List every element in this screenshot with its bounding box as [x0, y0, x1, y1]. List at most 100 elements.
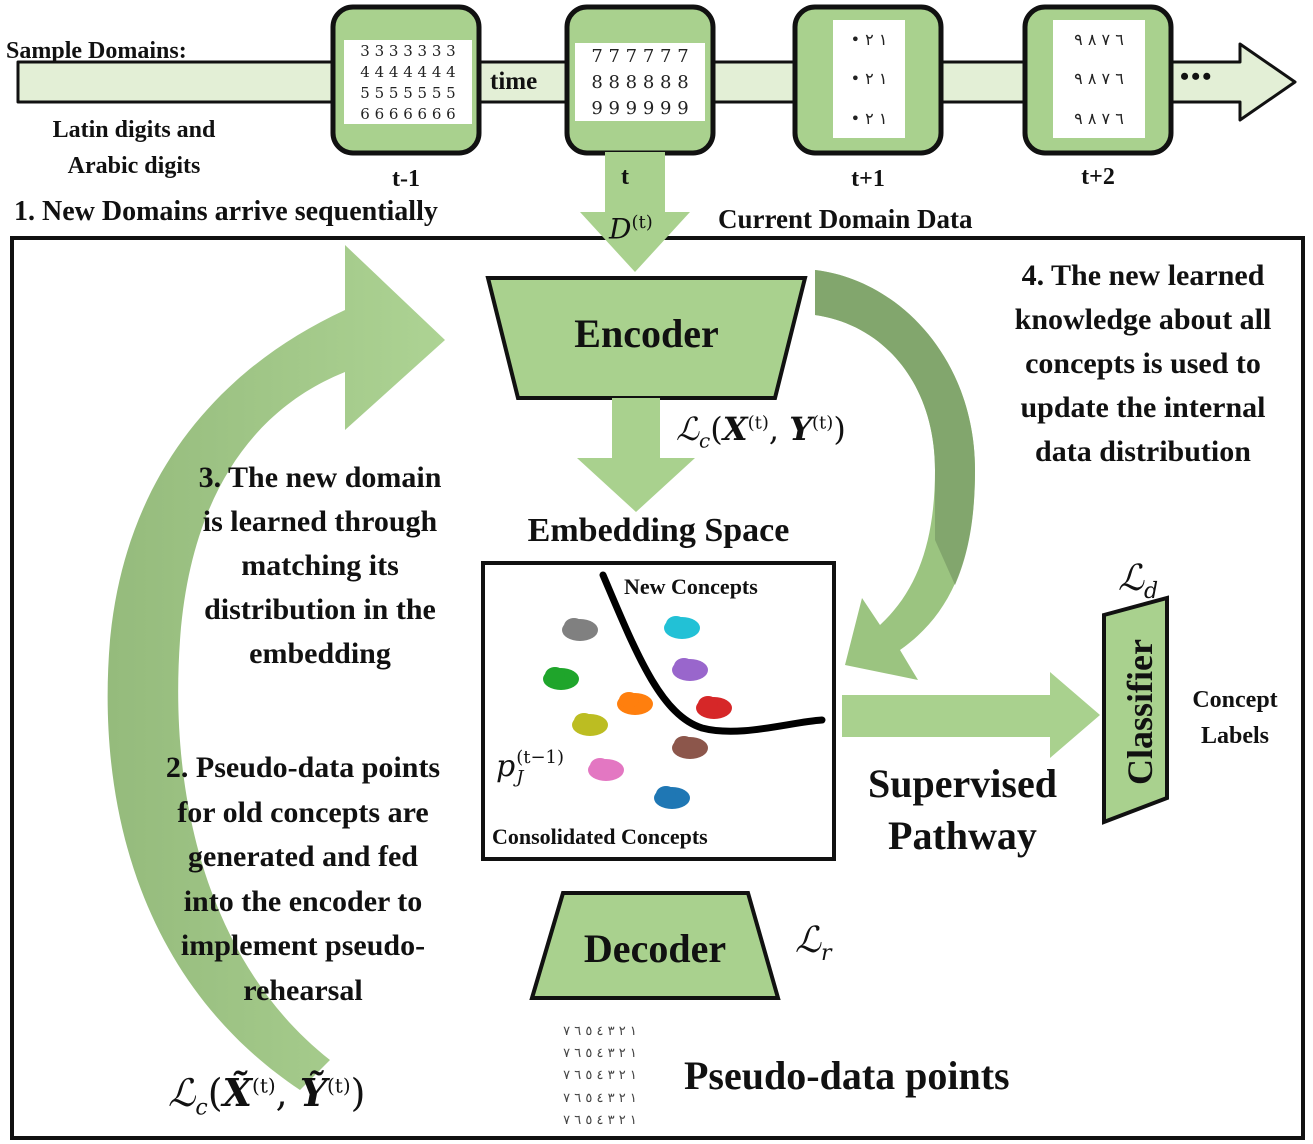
step-2-line: implement pseudo- [180, 929, 426, 962]
digit-row: 5 5 5 5 5 5 5 [360, 83, 456, 102]
domain-description-line1: Latin digits and [52, 117, 216, 143]
classifier-loss-math: ℒd [1118, 558, 1158, 604]
domain-data-math: D(t) [609, 212, 653, 245]
classifier-label: Classifier [1120, 639, 1160, 785]
concept-cluster-lobe [698, 696, 718, 712]
concept-labels-line: Concept [1192, 687, 1278, 713]
math-sup: (t−1) [516, 747, 565, 768]
encoder-to-embedding-arrow [577, 398, 695, 512]
supervised-pathway-label: Supervised Pathway [845, 758, 1080, 862]
pseudo-row: ١ ٢ ٣ ٤ ٥ ٦ ٧ [563, 1113, 637, 1129]
math-l: ℒ [1118, 558, 1144, 599]
step-2-text: 2. Pseudo-data points for old concepts a… [128, 746, 478, 1013]
concept-cluster-lobe [619, 692, 639, 708]
math-sup: (t) [252, 1073, 276, 1098]
step-3-line: matching its [241, 549, 399, 582]
math-sup: (t) [631, 212, 653, 233]
concept-cluster-lobe [674, 658, 694, 674]
step-3-line: embedding [249, 637, 391, 670]
step-2-line: for old concepts are [177, 795, 429, 829]
concept-cluster-lobe [564, 618, 584, 634]
digit-row: 6 6 6 6 6 6 6 [360, 104, 456, 123]
frame-t-samples: 7 7 7 7 7 7 8 8 8 8 8 8 9 9 9 9 9 9 [575, 43, 705, 121]
current-domain-data-label: Current Domain Data [718, 204, 973, 234]
step-4-line: knowledge about all [1014, 303, 1272, 336]
encoder-label: Encoder [574, 311, 719, 356]
step-2-line: rehearsal [243, 973, 363, 1007]
decoder-loss-math: ℒr [795, 920, 831, 966]
frame-t-plus-2-samples: ٦ ٧ ٨ ٩ ٦ ٧ ٨ ٩ ٦ ٧ ٨ ٩ [1053, 20, 1145, 138]
pseudo-loss-math: ℒc(X̃(t), Ỹ(t)) [168, 1070, 366, 1121]
pseudo-row: ١ ٢ ٣ ٤ ٥ ٦ ٧ [563, 1068, 637, 1084]
consolidated-concepts-label: Consolidated Concepts [492, 824, 708, 849]
digit-row: 8 8 8 8 8 8 [591, 71, 689, 93]
math-y: Ỹ [299, 1070, 327, 1115]
decoder-block [529, 891, 781, 1000]
decision-boundary [599, 571, 826, 735]
step-2-line: into the encoder to [183, 884, 423, 918]
pseudo-data-points-label: Pseudo-data points [684, 1053, 1010, 1098]
frame-t-plus-1-samples: • ١ ٢ • ١ ٢ • ١ ٢ [833, 20, 905, 138]
math-sup: (t) [812, 412, 834, 434]
digit-row: 4 4 4 4 4 4 4 [360, 62, 456, 81]
math-sup: (t) [326, 1073, 351, 1098]
embedding-space-title: Embedding Space [527, 512, 790, 549]
step-4-line: concepts is used to [1025, 347, 1261, 380]
math-l: ℒ [676, 410, 700, 448]
prior-math: p (t−1) J [496, 748, 564, 788]
concept-clusters [543, 616, 732, 809]
digit-row: ٦ ٧ ٨ ٩ [1074, 108, 1124, 128]
new-concepts-label: New Concepts [624, 574, 758, 599]
math-sub: c [195, 1095, 208, 1121]
pseudo-row: ١ ٢ ٣ ٤ ٥ ٦ ٧ [563, 1090, 637, 1106]
time-label: time [490, 68, 538, 95]
math-l: ℒ [795, 920, 821, 961]
supervised-pathway-arrow [842, 672, 1100, 758]
step-3-text: 3. The new domain is learned through mat… [160, 456, 480, 676]
step-2-line: generated and fed [188, 840, 418, 873]
digit-row: 7 7 7 7 7 7 [591, 45, 689, 67]
frame-label-t-minus-1: t-1 [392, 166, 420, 192]
math-sub: d [1143, 579, 1159, 605]
classifier-block [1102, 595, 1169, 825]
domain-description: Latin digits and Arabic digits [14, 112, 254, 184]
math-l: ℒ [168, 1071, 196, 1115]
supervised-pathway-line: Pathway [888, 813, 1037, 858]
step-4-line: data distribution [1035, 435, 1251, 468]
math-y: Y [789, 410, 813, 448]
ellipsis: ••• [1180, 62, 1214, 91]
step-3-line: distribution in the [204, 593, 436, 626]
step-4-text: 4. The new learned knowledge about all c… [978, 254, 1308, 474]
pseudo-row: ١ ٢ ٣ ٤ ٥ ٦ ٧ [563, 1023, 637, 1039]
concept-cluster-lobe [574, 713, 594, 729]
embedding-box [481, 561, 836, 861]
pseudo-rehearsal-loop-arrow [107, 245, 445, 1090]
concept-cluster-lobe [590, 758, 610, 774]
step-4-line: 4. The new learned [1021, 259, 1265, 292]
digit-row: 9 9 9 9 9 9 [591, 97, 689, 119]
concept-labels-label: Concept Labels [1170, 682, 1300, 754]
decoder-label: Decoder [583, 926, 727, 971]
frame-label-t: t [621, 164, 629, 190]
concept-cluster-lobe [666, 616, 686, 632]
sample-domains-label: Sample Domains: [6, 38, 187, 64]
concept-labels-line: Labels [1200, 723, 1269, 749]
frame-t-minus-1-samples: 3 3 3 3 3 3 3 4 4 4 4 4 4 4 5 5 5 5 5 5 … [344, 40, 472, 124]
domain-description-line2: Arabic digits [67, 153, 201, 179]
digit-row: • ١ ٢ [850, 69, 888, 89]
frame-label-t-plus-2: t+2 [1081, 164, 1115, 190]
math-sub: J [516, 767, 524, 788]
pseudo-row: ١ ٢ ٣ ٤ ٥ ٦ ٧ [563, 1046, 637, 1062]
math-x: X̃ [222, 1070, 253, 1115]
digit-row: ٦ ٧ ٨ ٩ [1074, 69, 1124, 89]
frame-label-t-plus-1: t+1 [851, 166, 885, 192]
math-sub: r [820, 941, 832, 967]
encoder-loss-math: ℒc(X(t), Y(t)) [676, 410, 846, 453]
step-1-text: 1. New Domains arrive sequentially [14, 196, 438, 227]
digit-row: • ١ ٢ [850, 108, 888, 128]
math-p: p [496, 749, 516, 784]
supervised-pathway-line: Supervised [868, 761, 1057, 806]
digit-row: 3 3 3 3 3 3 3 [360, 41, 456, 60]
math-x: X [722, 410, 748, 448]
step-3-line: is learned through [202, 505, 438, 538]
